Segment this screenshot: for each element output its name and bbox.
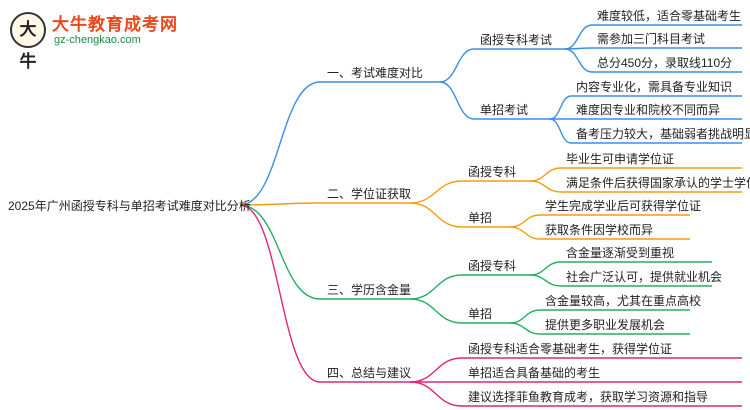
leaf: 函授专科适合零基础考生，获得学位证 (468, 342, 673, 356)
connector-curve (509, 309, 541, 324)
connector-curve (509, 322, 541, 335)
connector-curve (409, 274, 463, 300)
branch-qualification-value: 三、学历含金量 (327, 283, 412, 297)
connector-curve (409, 202, 463, 228)
connector-curve (509, 214, 541, 228)
logo-url: gz-chengkao.com (54, 34, 141, 46)
connector-curve (549, 118, 572, 144)
connector-curve (439, 48, 475, 83)
logo-title: 大牛教育成考网 (52, 15, 178, 34)
leaf: 学生完成学业后可获得学位证 (545, 199, 702, 213)
connector-curve (564, 24, 593, 50)
sub-correspondence: 函授专科 (468, 165, 517, 179)
logo: 大牛 大牛教育成考网 gz-chengkao.com (6, 6, 206, 71)
connector-curve (529, 180, 562, 193)
root-node: 2025年广州函授专科与单招考试难度对比分析 (8, 199, 251, 213)
connector-curve (439, 81, 475, 120)
leaf: 社会广泛认可，提供就业机会 (566, 270, 723, 284)
branch-exam-difficulty: 一、考试难度对比 (327, 66, 424, 80)
connector-curve (239, 81, 321, 206)
sub-single-exam: 单招考试 (480, 103, 529, 117)
connector-curve (509, 226, 541, 240)
connector-curve (409, 357, 463, 383)
connector-curve (529, 167, 562, 182)
leaf: 单招适合具备基础的考生 (468, 366, 601, 380)
connector-curve (564, 48, 593, 73)
connector-curve (529, 261, 562, 276)
leaf: 含金量逐渐受到重视 (566, 246, 675, 260)
leaf: 总分450分，录取线110分 (597, 56, 733, 70)
logo-badge: 大牛 (10, 12, 46, 71)
leaf: 提供更多职业发展机会 (545, 318, 666, 332)
sub-correspondence-exam: 函授专科考试 (480, 33, 553, 47)
leaf: 毕业生可申请学位证 (566, 152, 675, 166)
leaf: 备考压力较大，基础弱者挑战明显 (576, 127, 750, 141)
connector-curve (529, 274, 562, 287)
leaf: 含金量较高，尤其在重点高校 (545, 294, 702, 308)
leaf: 难度因专业和院校不同而异 (576, 103, 721, 117)
leaf: 获取条件因学校而异 (545, 223, 654, 237)
sub-single: 单招 (468, 307, 493, 321)
leaf: 需参加三门科目考试 (597, 32, 706, 46)
leaf: 建议选择菲鱼教育成考，获取学习资源和指导 (468, 390, 709, 404)
leaf: 满足条件后获得国家承认的学士学位 (566, 176, 750, 190)
connector-curve (409, 180, 463, 204)
sub-correspondence: 函授专科 (468, 259, 517, 273)
connector-curve (239, 202, 321, 206)
leaf: 难度较低，适合零基础考生 (597, 9, 742, 23)
sub-single: 单招 (468, 211, 493, 225)
connector-curve (239, 204, 321, 300)
leaf: 内容专业化，需具备专业知识 (576, 80, 733, 94)
branch-degree: 二、学位证获取 (327, 187, 412, 201)
connector-curve (239, 204, 321, 383)
connector-curve (409, 381, 463, 407)
connector-curve (409, 298, 463, 324)
branch-summary: 四、总结与建议 (327, 366, 412, 380)
connector-curve (549, 95, 572, 120)
